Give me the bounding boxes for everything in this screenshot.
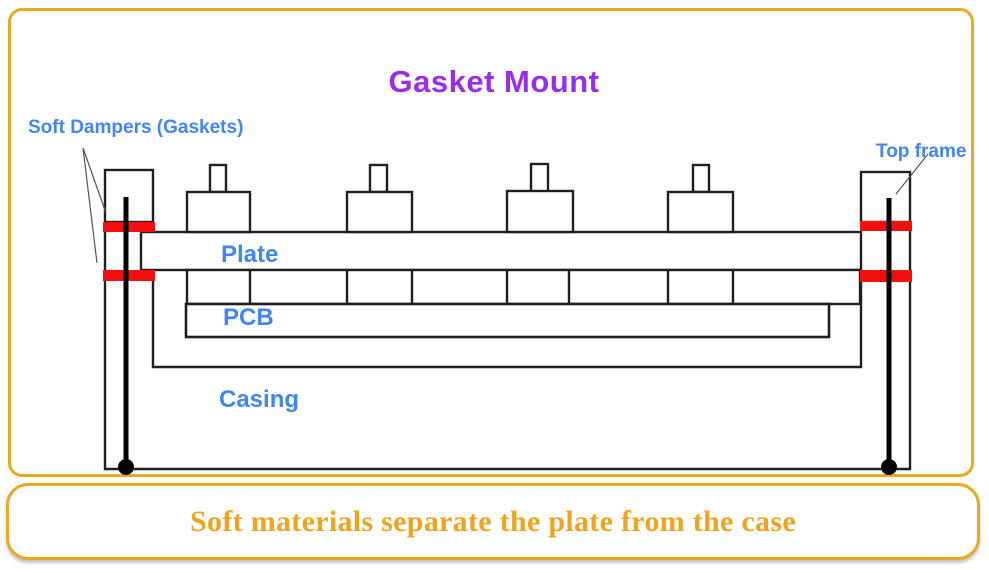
switch-1-stem [208,163,228,194]
screw-left-head [118,459,134,475]
pcb-label: PCB [223,304,274,331]
soft-dampers-label: Soft Dampers (Gaskets) [28,117,244,138]
switch-4-body [666,190,735,234]
plate [139,230,863,272]
top-frame-left [103,168,155,224]
switch-2-stem [368,163,389,194]
switch-bottom-band [185,268,862,306]
switch-4-stem [691,163,711,194]
switch-1-body [185,190,252,234]
casing-label: Casing [219,386,300,413]
gasket-left-top [103,222,155,232]
caption-text: Soft materials separate the plate from t… [190,504,796,538]
casing-inner-shelf [151,280,863,369]
top-frame-label: Top frame [876,141,967,162]
soft-dampers-leader-1 [82,147,107,214]
pcb [184,302,831,339]
switch-2-body [345,190,414,234]
top-frame-leader [895,153,929,195]
top-frame-right [859,170,912,224]
gasket-right-bottom [860,270,912,282]
switch-3-stem [529,162,550,194]
switch-3-body [505,189,575,234]
plate-label: Plate [221,241,279,268]
gasket-left-bottom [103,270,155,281]
caption-box: Soft materials separate the plate from t… [6,483,980,560]
screw-right-head [881,459,897,475]
soft-dampers-leader-2 [82,147,98,264]
casing-outline [103,222,912,471]
gasket-right-top [860,221,912,231]
diagram-title: Gasket Mount [388,64,600,99]
